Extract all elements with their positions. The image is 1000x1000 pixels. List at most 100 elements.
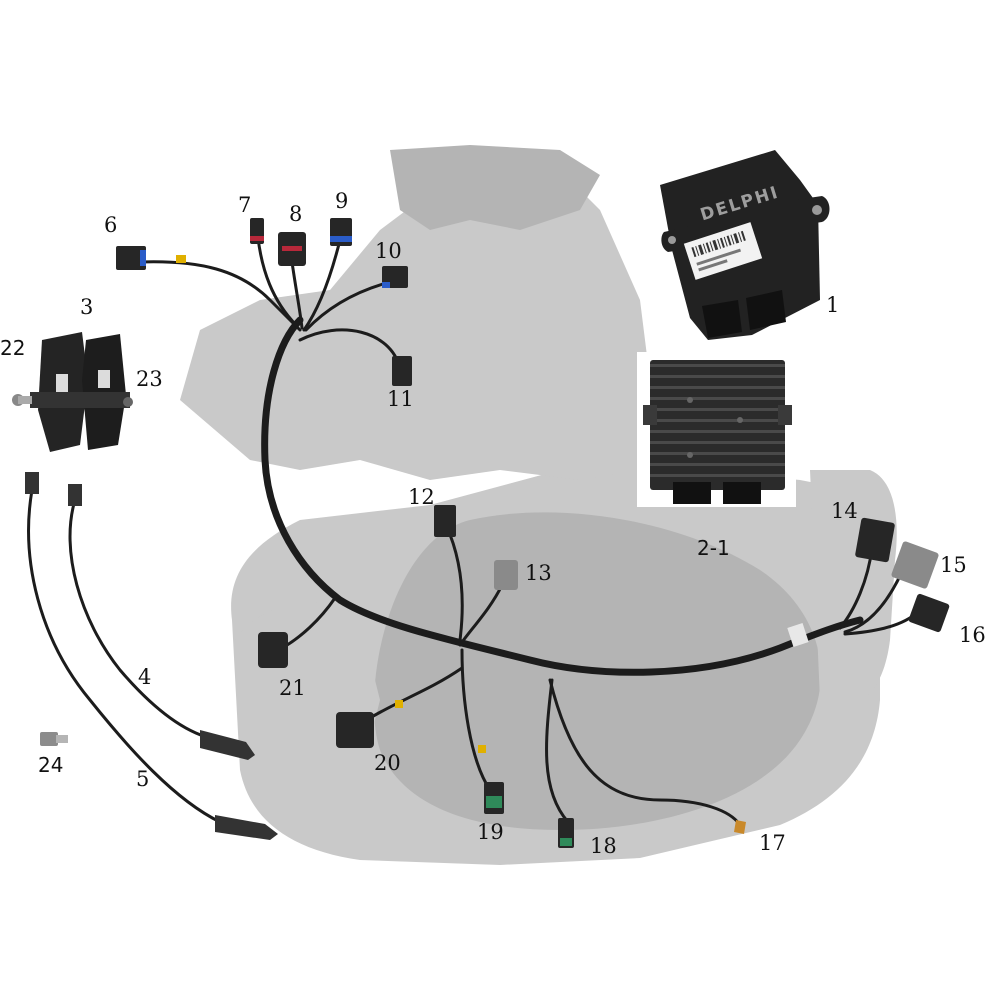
sensor-4-head [200,730,255,760]
branch-20 [368,666,464,720]
regulator-fin [650,386,785,389]
main-harness [138,236,920,827]
voltage-regulator [637,352,796,507]
regulator-screw [687,452,693,458]
bolt-23 [123,397,133,407]
regulator-fin [650,441,785,444]
regulator-fin [650,408,785,411]
callout-6: 6 [104,213,117,237]
harness-tape-yellow [478,745,486,753]
callout-21: 21 [279,676,306,700]
harness-tape-yellow [176,255,186,263]
connector-9-seal [330,236,352,242]
connector-13 [494,560,518,590]
harness-tape-yellow [395,700,403,708]
regulator-fin [650,419,785,422]
callout-9: 9 [335,189,348,213]
callout-11: 11 [387,387,414,411]
connectors [116,218,950,848]
regulator-screw [687,397,693,403]
connector-12 [434,505,456,537]
regulator-connector-left [673,482,711,504]
engine-background [180,145,897,865]
ecu-mount-hole-left [668,236,676,244]
connector-18-seal [560,838,572,846]
ecu-module: DELPHI [660,150,830,340]
connector-10-seal [382,282,390,288]
ignition-coil-assembly [12,332,133,452]
connector-21 [258,632,288,668]
connector-6 [116,246,146,270]
regulator-fin [650,452,785,455]
sensor-4-connector [68,484,82,506]
ecu-connector-left [702,300,742,338]
connector-8-seal [282,246,302,251]
regulator-fin [650,375,785,378]
regulator-mount-left [643,405,657,425]
sensor-5-head [215,815,278,840]
sensor-cables [25,472,278,840]
callout-1: 1 [826,293,839,317]
regulator-fin [650,463,785,466]
bolt-22-shank [18,396,32,404]
callout-5: 5 [136,767,149,791]
coil-label [98,370,110,388]
branch-13 [458,583,504,647]
regulator-body [650,360,785,490]
callout-15: 15 [940,553,967,577]
regulator-fin [650,364,785,367]
branch-17 [548,678,742,827]
connector-7-seal [250,236,264,241]
regulator-screw [737,417,743,423]
callout-18: 18 [590,834,617,858]
sensor-cable-5 [27,488,222,824]
branch-9 [302,238,342,332]
callout-19: 19 [477,820,504,844]
callout-labels: 1 2-1 3 4 5 6 7 8 9 10 11 12 13 14 15 16… [0,189,986,858]
callout-2-1: 2-1 [697,536,730,560]
branch-10 [304,280,392,332]
harness-tape-white [787,623,809,647]
callout-16: 16 [959,623,986,647]
regulator-mount-right [778,405,792,425]
engine-intake [390,145,600,230]
regulator-connector-right [723,482,761,504]
barcode-icon [691,230,746,272]
regulator-fins [650,364,785,477]
callout-13: 13 [525,561,552,585]
connector-14 [855,517,895,563]
callout-17: 17 [759,831,786,855]
callout-12: 12 [408,485,435,509]
callout-24: 24 [38,753,63,777]
ecu-mount-hole [812,205,822,215]
callout-7: 7 [238,193,251,217]
connector-15 [891,541,939,589]
callout-8: 8 [289,202,302,226]
connector-6-seal [140,250,146,266]
connector-20 [336,712,374,748]
coil-bracket [30,392,130,408]
connector-11 [392,356,412,386]
callout-14: 14 [831,499,858,523]
ecu-connector-right [746,290,786,330]
callout-4: 4 [138,665,151,689]
callout-10: 10 [375,239,402,263]
connector-16 [908,593,950,633]
branch-18 [545,678,570,824]
harness-trunk [261,316,864,676]
coil-label [56,374,68,392]
sensor-cable-4 [68,498,212,740]
connector-19-seal [486,796,502,808]
regulator-fin [650,430,785,433]
engine-cylinder [180,170,650,480]
callout-22: 22 [0,336,25,360]
regulator-fin [650,474,785,477]
callout-3: 3 [80,295,93,319]
sensor-5-connector [25,472,39,494]
connector-17 [734,820,746,834]
bolt-24 [40,732,68,746]
regulator-fin [650,397,785,400]
branch-7 [256,236,298,327]
callout-20: 20 [374,751,401,775]
